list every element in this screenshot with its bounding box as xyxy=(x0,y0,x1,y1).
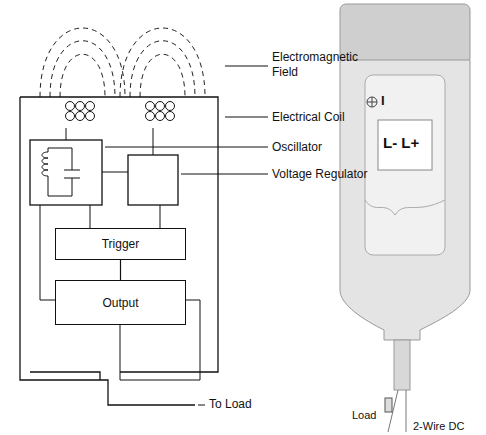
oscillator-box xyxy=(30,140,102,205)
voltage-regulator-box xyxy=(128,155,178,205)
part-label: To Load xyxy=(209,397,252,412)
housing xyxy=(20,97,218,405)
field-lines xyxy=(40,28,205,97)
wire xyxy=(40,228,200,380)
part-label: Oscillator xyxy=(272,140,322,155)
electrical-coil xyxy=(66,102,175,121)
process-box: Trigger xyxy=(55,228,186,260)
part-label: I xyxy=(381,93,385,108)
process-box: Output xyxy=(55,280,186,325)
oscillator-symbol xyxy=(40,128,128,228)
part-label: Electromagnetic Field xyxy=(272,50,382,80)
load-resistor xyxy=(385,398,392,412)
part-label: Electrical Coil xyxy=(272,110,345,125)
part-label: L- L+ xyxy=(383,135,419,150)
box-label: Trigger xyxy=(98,237,144,251)
part-label: 2-Wire DC xyxy=(413,419,464,434)
part-label: Load xyxy=(352,408,376,423)
connector xyxy=(120,260,121,280)
part-label: Voltage Regulator xyxy=(272,167,367,182)
sensor-photo xyxy=(340,4,470,432)
box-label: Output xyxy=(98,296,142,310)
